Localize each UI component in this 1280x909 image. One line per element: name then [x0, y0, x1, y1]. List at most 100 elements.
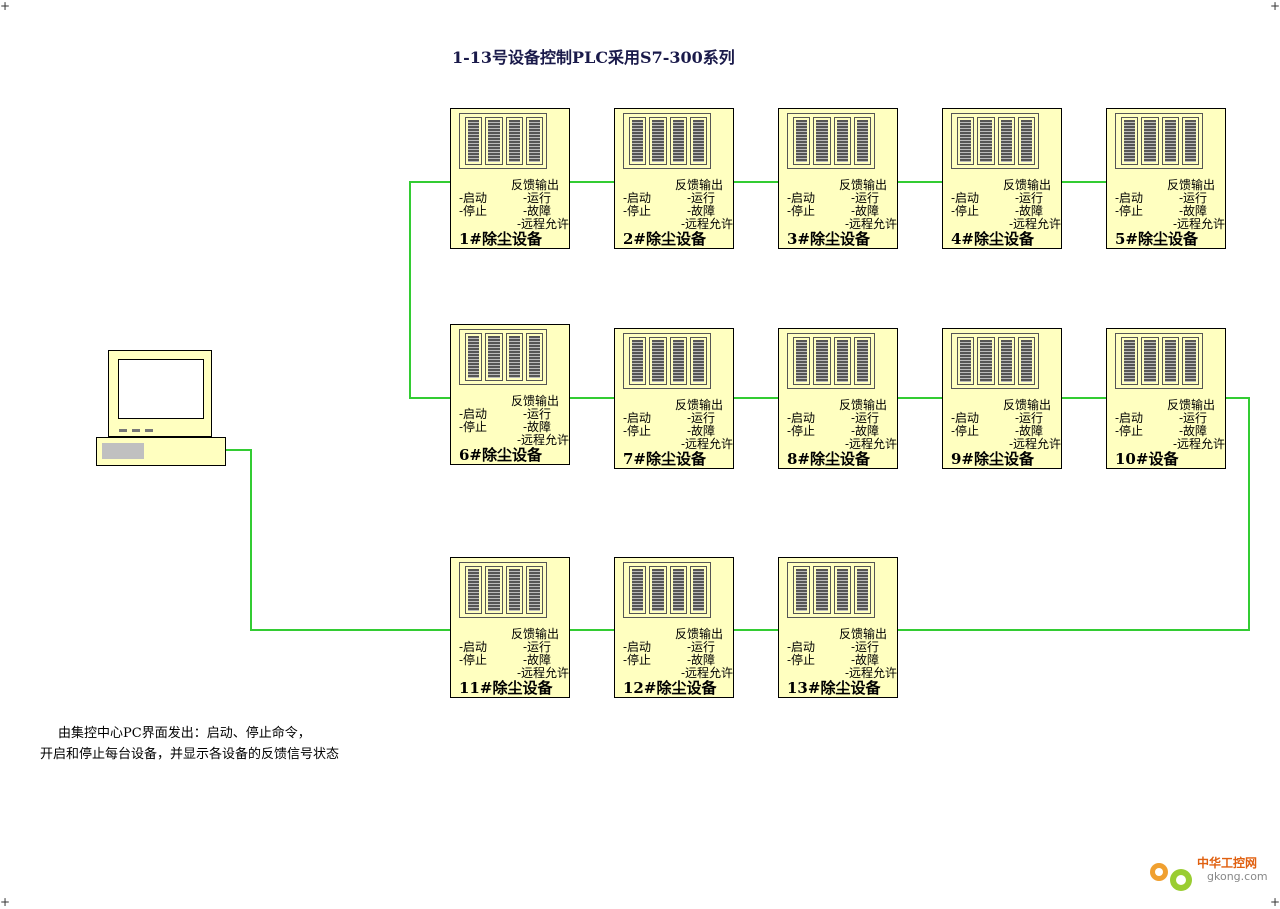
plc-module [525, 333, 543, 381]
signal-stop: -停止 [459, 204, 488, 218]
note-line-1: 由集控中心PC界面发出：启动、停止命令， [58, 726, 311, 741]
feedback-output-label: 反馈输出 [675, 627, 724, 641]
signal-stop: -停止 [623, 204, 652, 218]
signal-remote: -远程允许 [1009, 437, 1062, 451]
signal-fault: -故障 [1015, 424, 1044, 438]
pc-led [132, 429, 140, 432]
signal-fault: -故障 [1179, 424, 1208, 438]
watermark-site: gkong.com [1207, 870, 1268, 883]
plc-module [1121, 337, 1139, 385]
signal-fault: -故障 [523, 420, 552, 434]
plc-rack [459, 562, 547, 618]
signal-fault: -故障 [523, 204, 552, 218]
plc-module [997, 117, 1015, 165]
signal-start: -启动 [951, 191, 980, 205]
note-line-2: 开启和停止每台设备，并显示各设备的反馈信号状态 [40, 747, 340, 762]
plc-module [465, 566, 483, 614]
device-name: 6#除尘设备 [459, 446, 543, 464]
plc-module [689, 117, 707, 165]
plc-module [957, 337, 975, 385]
signal-run: -运行 [687, 640, 716, 654]
signal-stop: -停止 [459, 653, 488, 667]
feedback-output-label: 反馈输出 [839, 178, 888, 192]
feedback-output-label: 反馈输出 [511, 394, 560, 408]
plc-module [1141, 337, 1159, 385]
plc-module [813, 337, 831, 385]
plc-module [649, 337, 667, 385]
device-name: 8#除尘设备 [787, 450, 871, 468]
signal-stop: -停止 [951, 204, 980, 218]
plc-module [505, 566, 523, 614]
signal-run: -运行 [687, 411, 716, 425]
plc-module [1141, 117, 1159, 165]
device-name: 11#除尘设备 [459, 679, 553, 697]
signal-remote: -远程允许 [1173, 217, 1226, 231]
device-name: 9#除尘设备 [951, 450, 1035, 468]
pc-screen [118, 359, 204, 419]
signal-remote: -远程允许 [517, 217, 570, 231]
signal-start: -启动 [787, 191, 816, 205]
corner-mark-tl: + [0, 0, 11, 13]
signal-fault: -故障 [687, 653, 716, 667]
signal-fault: -故障 [523, 653, 552, 667]
signal-run: -运行 [523, 640, 552, 654]
plc-module [649, 117, 667, 165]
plc-module [505, 333, 523, 381]
signal-run: -运行 [851, 411, 880, 425]
signal-run: -运行 [1015, 191, 1044, 205]
signal-run: -运行 [1015, 411, 1044, 425]
plc-module [525, 117, 543, 165]
watermark: 中华工控网 gkong.com [1145, 850, 1275, 898]
signal-fault: -故障 [851, 204, 880, 218]
signal-fault: -故障 [851, 653, 880, 667]
plc-module [793, 337, 811, 385]
plc-module [1181, 337, 1199, 385]
diagram-title: 1-13号设备控制PLC采用S7-300系列 [452, 48, 735, 67]
signal-start: -启动 [1115, 411, 1144, 425]
corner-mark-bl: + [0, 895, 11, 909]
signal-fault: -故障 [687, 424, 716, 438]
plc-module [1181, 117, 1199, 165]
signal-run: -运行 [523, 191, 552, 205]
signal-stop: -停止 [623, 653, 652, 667]
plc-rack [787, 333, 875, 389]
device-name: 3#除尘设备 [787, 230, 871, 248]
pc-drive [102, 443, 144, 459]
signal-remote: -远程允许 [681, 437, 734, 451]
plc-module [689, 566, 707, 614]
plc-rack [1115, 333, 1203, 389]
plc-module [1161, 117, 1179, 165]
plc-module [1161, 337, 1179, 385]
device-name: 1#除尘设备 [459, 230, 543, 248]
signal-fault: -故障 [851, 424, 880, 438]
signal-stop: -停止 [623, 424, 652, 438]
plc-module [629, 566, 647, 614]
plc-rack [951, 333, 1039, 389]
signal-start: -启动 [623, 191, 652, 205]
signal-start: -启动 [1115, 191, 1144, 205]
wire-10-13 [898, 397, 1250, 631]
plc-rack [459, 329, 547, 385]
plc-rack [623, 113, 711, 169]
device-name: 13#除尘设备 [787, 679, 881, 697]
plc-module [977, 117, 995, 165]
device-name: 4#除尘设备 [951, 230, 1035, 248]
plc-module [957, 117, 975, 165]
device-name: 5#除尘设备 [1115, 230, 1199, 248]
signal-run: -运行 [851, 191, 880, 205]
device-name: 2#除尘设备 [623, 230, 707, 248]
signal-stop: -停止 [1115, 204, 1144, 218]
pc-led [145, 429, 153, 432]
plc-rack [787, 113, 875, 169]
signal-remote: -远程允许 [845, 217, 898, 231]
feedback-output-label: 反馈输出 [839, 398, 888, 412]
signal-remote: -远程允许 [845, 437, 898, 451]
wire-row1 [409, 181, 450, 399]
signal-start: -启动 [623, 640, 652, 654]
